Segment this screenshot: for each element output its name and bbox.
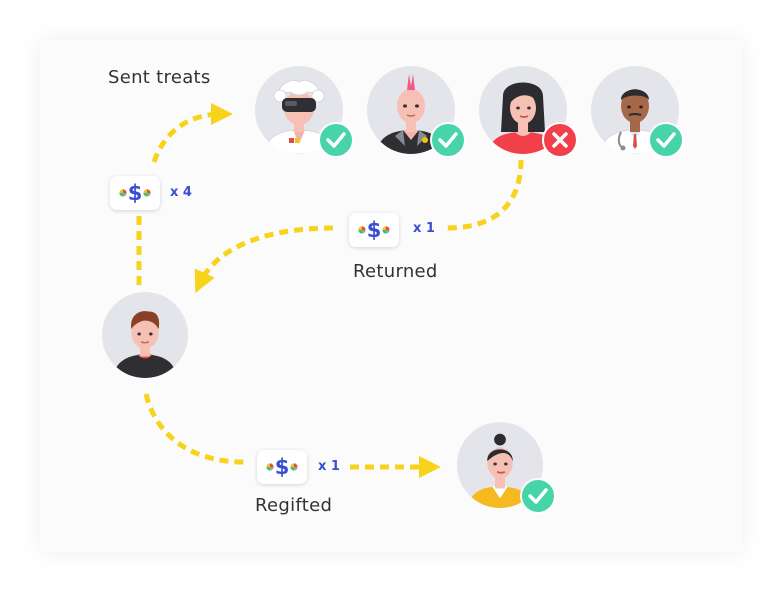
returned-count: x 1 (413, 221, 435, 236)
treat-icon: $ (358, 218, 390, 242)
bun-hair-woman-avatar[interactable] (457, 422, 543, 508)
returned-label: Returned (353, 261, 438, 282)
regifted-count: x 1 (318, 459, 340, 474)
sender-man-avatar[interactable] (102, 292, 188, 378)
treat-badge-sent: $ (110, 176, 160, 210)
treat-badge-returned: $ (349, 213, 399, 247)
close-icon (542, 122, 578, 158)
regifted-label: Regifted (255, 495, 333, 516)
check-icon (430, 122, 466, 158)
arrow-sent-curve (151, 103, 233, 163)
arrow-returned-curve-2 (194, 225, 334, 293)
arrow-regift-curve (143, 393, 245, 465)
treat-badge-regifted: $ (257, 450, 307, 484)
arrow-returned-curve-1 (446, 159, 524, 231)
treat-icon: $ (119, 181, 151, 205)
sent-treats-label: Sent treats (108, 67, 211, 88)
dollar-symbol: $ (128, 181, 143, 205)
dollar-symbol: $ (367, 218, 382, 242)
check-icon (318, 122, 354, 158)
dollar-symbol: $ (275, 455, 290, 479)
check-icon (520, 478, 556, 514)
sent-count: x 4 (170, 185, 192, 200)
treat-icon: $ (266, 455, 298, 479)
check-icon (648, 122, 684, 158)
